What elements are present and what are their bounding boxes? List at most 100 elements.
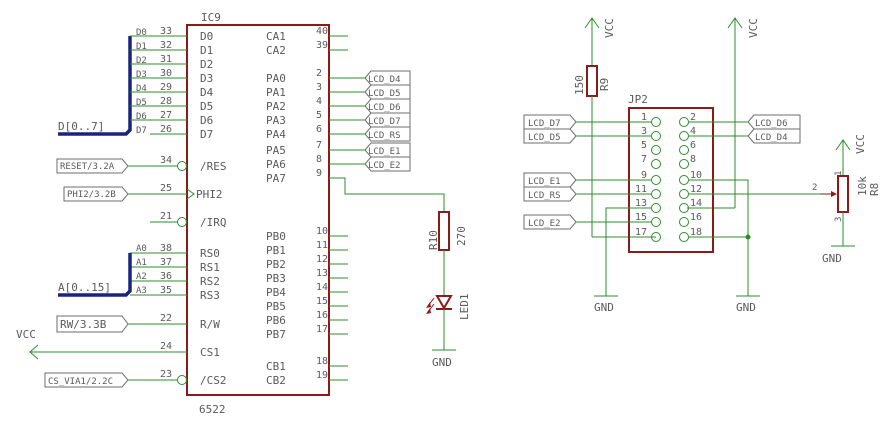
flag-lcd-d7[interactable]: LCD_D7 [364,112,411,128]
gnd-pin13-wire [605,207,651,296]
net-flag [523,114,577,130]
pin-label: PA0 [266,72,286,85]
pin-label: D6 [200,114,213,127]
pin-num: 3 [316,82,322,93]
flag-phi2[interactable]: PHI2/3.2B [63,186,129,202]
flag-lcd-d5-jp2[interactable]: LCD_D5 [523,128,577,144]
pin-num: 13 [635,198,647,209]
flag-lcd-d4-jp2[interactable]: LCD_D4 [747,128,801,144]
gnd-r8[interactable]: GND [822,245,855,265]
r10-value: 270 [455,226,468,246]
gnd-label: GND [432,356,452,369]
gnd-jp2-right[interactable]: GND [736,295,760,314]
header-pin[interactable] [651,232,661,242]
pin-num: 38 [160,243,172,254]
r9-resistor[interactable]: 150 R9 [573,65,656,238]
gnd-jp2-left[interactable]: GND [594,295,618,314]
header-pin[interactable] [679,203,689,213]
pin-label: PB0 [266,230,286,243]
gnd-label: GND [822,252,842,265]
header-pin[interactable] [651,117,661,127]
flag-lcd-rs[interactable]: LCD_RS [364,126,411,142]
ic9-right-pins: 40 CA1 39 CA2 2 PA0 3 PA1 4 PA2 5 PA3 6 … [266,26,365,387]
pin-num: 7 [641,154,647,165]
jp2-left-column: 1 3 5 7 9 11 13 15 17 [635,112,661,242]
header-pin[interactable] [679,159,689,169]
jp2-name: JP2 [628,93,648,106]
pin-num: 16 [316,310,328,321]
header-pin[interactable] [651,131,661,141]
pin-num: 6 [316,124,322,135]
pin-num: 17 [635,227,647,238]
flag-lcd-e1-jp2[interactable]: LCD_E1 [523,172,577,188]
jp2-right-nets[interactable]: LCD_D6 LCD_D4 [689,114,836,296]
pin-num: 2 [812,183,817,193]
pin-num: 25 [160,183,172,194]
flag-cs-via1[interactable]: CS_VIA1/2.2C [44,372,129,388]
pin-label: RS1 [200,261,220,274]
flag-lcd-rs-jp2[interactable]: LCD_RS [523,186,577,202]
flag-lcd-d7-jp2[interactable]: LCD_D7 [523,114,577,130]
header-pin[interactable] [651,189,661,199]
r8-potentiometer[interactable]: VCC 1 2 3 10k R8 [812,134,881,246]
net-flag [364,126,411,142]
pin-num: 11 [635,184,647,195]
header-pin[interactable] [679,232,689,242]
vcc-jp2-right[interactable]: VCC [687,17,760,209]
led1[interactable]: LED1 [426,294,471,351]
pin-num: 14 [690,198,702,209]
flag-lcd-d6-jp2[interactable]: LCD_D6 [747,114,801,130]
address-bus[interactable]: A[0..15] [58,253,132,297]
data-bus[interactable]: D[0..7] [58,35,150,136]
pa-net-flags[interactable]: LCD_D4 LCD_D5 LCD_D6 LCD_D7 LCD_RS LCD_E… [364,70,411,172]
jp2-left-nets[interactable]: LCD_D7 LCD_D5 LCD_E1 LCD_RS LCD_E2 [523,114,651,296]
pin-label: PB1 [266,244,286,257]
vcc-r9[interactable]: VCC [584,17,616,66]
pin-num: 13 [316,268,328,279]
address-bus-line [58,253,132,297]
pin-num: 1 [641,112,647,123]
pin-num: 9 [316,168,322,179]
vcc-label: VCC [747,18,760,38]
gnd-led[interactable]: GND [432,349,456,369]
flag-lcd-d5[interactable]: LCD_D5 [364,84,411,100]
flag-lcd-d4[interactable]: LCD_D4 [364,70,411,86]
r8-body [837,175,849,213]
header-pin[interactable] [651,145,661,155]
net-flag [523,172,577,188]
header-pin[interactable] [679,117,689,127]
flag-lcd-e2-jp2[interactable]: LCD_E2 [523,214,577,230]
r10-resistor[interactable]: R10 270 [427,211,468,296]
pin-label: PHI2 [196,188,223,201]
flag-label: LCD_E2 [528,219,561,229]
pin-num: 5 [641,140,647,151]
pin-label: D2 [200,58,213,71]
flag-rw[interactable]: RW/3.3B [56,315,129,333]
flag-lcd-e1[interactable]: LCD_E1 [364,142,411,158]
pin-label: PA3 [266,114,286,127]
header-pin[interactable] [651,175,661,185]
flag-lcd-d6[interactable]: LCD_D6 [364,98,411,114]
vcc-cs1[interactable]: VCC [16,328,39,360]
net-label: D5 [136,98,147,108]
header-pin[interactable] [651,203,661,213]
header-pin[interactable] [651,217,661,227]
header-pin[interactable] [679,131,689,141]
header-pin[interactable] [679,175,689,185]
header-pin[interactable] [651,159,661,169]
jp2-header[interactable]: JP2 1 3 5 7 9 11 13 15 17 [628,93,714,253]
ic9-body [186,24,330,396]
header-pin[interactable] [679,145,689,155]
flag-lcd-e2[interactable]: LCD_E2 [364,156,411,172]
pin-num: 32 [160,40,172,51]
pa7-wire [329,177,445,212]
pin-label: PB6 [266,314,286,327]
net-flag [364,70,411,86]
ic9-6522[interactable]: IC9 6522 33 D0 D0 32 D1 D1 31 D2 D2 30 D… [30,11,365,416]
pin-num: 27 [160,110,172,121]
pin-label: D4 [200,86,214,99]
flag-reset[interactable]: RESET/3.2A [56,158,129,174]
header-pin[interactable] [679,217,689,227]
header-pin[interactable] [679,189,689,199]
r10-body [438,211,450,251]
